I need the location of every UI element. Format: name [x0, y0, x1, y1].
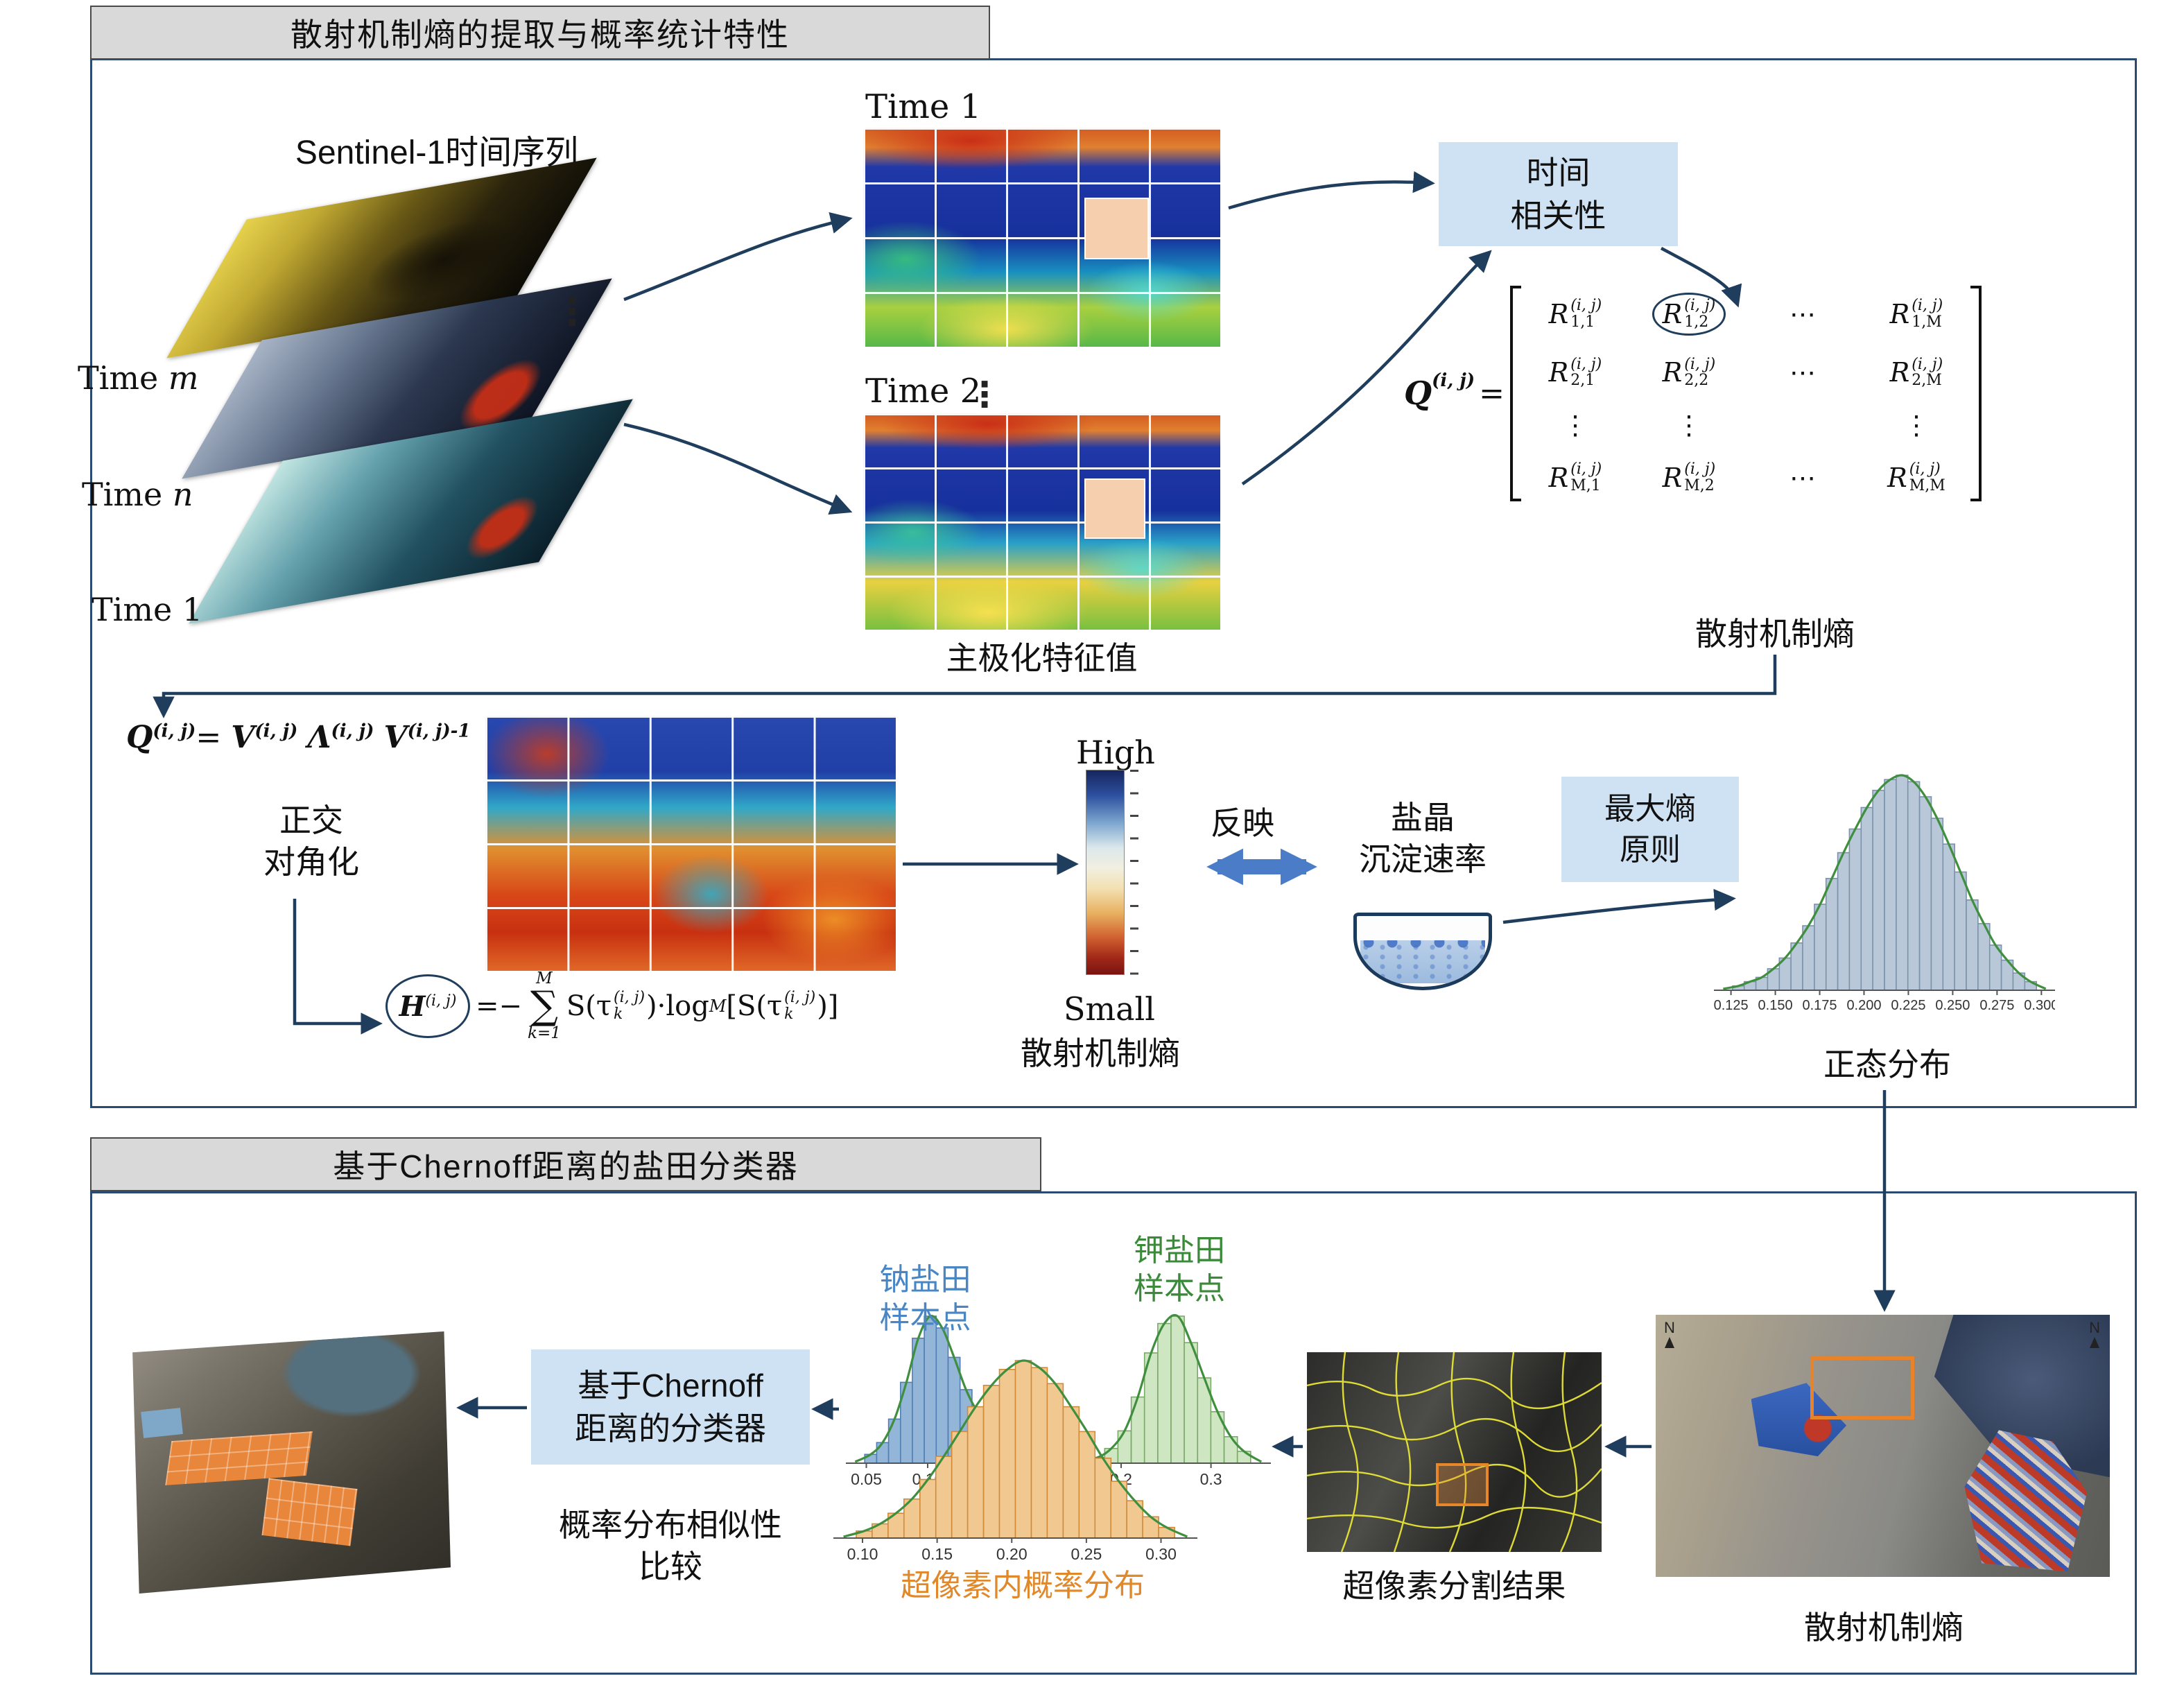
eigenvalue-map-time2 — [863, 413, 1220, 630]
svg-text:0.05: 0.05 — [851, 1470, 882, 1487]
classification-result-image — [132, 1331, 451, 1594]
bowl-icon — [1353, 913, 1492, 990]
svg-text:0.25: 0.25 — [1071, 1545, 1102, 1563]
compass-north-icon: N — [1664, 1320, 1675, 1348]
colorbar-caption: 散射机制熵 — [1021, 1035, 1180, 1071]
svg-text:0.300: 0.300 — [2024, 998, 2055, 1013]
salt-field-patch — [164, 1431, 313, 1486]
matrix-cdots: ⋯ — [1789, 462, 1816, 493]
matrix-vdots: ⋮ — [1561, 410, 1588, 440]
normal-distribution-histogram: 0.125 0.150 0.175 0.200 0.225 0.250 0.275 0.300 — [1714, 767, 2059, 1014]
compass-north-icon: N — [2089, 1320, 2100, 1348]
time-m-label: Time m — [78, 359, 199, 397]
top-header-text: 散射机制熵的提取与概率统计特性 — [291, 17, 790, 53]
colorbar-small-label: Small — [1064, 990, 1155, 1028]
orthogonal-diagonalization-label: 正交 对角化 — [263, 802, 359, 880]
selected-superpixel — [1436, 1463, 1489, 1506]
bowl-water — [1360, 940, 1485, 983]
matrix-cell: R(i, j)M,M — [1887, 460, 1945, 494]
entropy-symbol-circle: H(i, j) — [385, 974, 470, 1038]
potassium-field-label: 钾盐田 样本点 — [1134, 1234, 1225, 1306]
heatmap1-title: Time 1 — [865, 87, 982, 126]
bottom-header-text: 基于Chernoff距离的盐田分类器 — [333, 1148, 799, 1184]
matrix-cdots: ⋯ — [1789, 357, 1816, 388]
svg-text:0.10: 0.10 — [847, 1545, 878, 1563]
matrix-cell: R(i, j)2,2 — [1662, 355, 1716, 390]
matrix-cell: R(i, j)1,1 — [1548, 297, 1602, 331]
matrix-cdots: ⋯ — [1789, 298, 1816, 329]
time-n-label: Time n — [82, 476, 193, 513]
matrix-caption: 散射机制熵 — [1695, 616, 1855, 652]
bottom-section-header: 基于Chernoff距离的盐田分类器 — [90, 1137, 1041, 1191]
time-1-label: Time 1 — [92, 591, 203, 628]
svg-text:0.175: 0.175 — [1802, 998, 1837, 1013]
salt-field-patch — [261, 1478, 358, 1546]
svg-text:0.125: 0.125 — [1714, 998, 1749, 1013]
sodium-field-label: 钠盐田 样本点 — [879, 1263, 971, 1335]
matrix-cell: R(i, j)2,1 — [1548, 355, 1602, 390]
grid-overlay — [485, 716, 896, 971]
salt-precipitation-label: 盐晶 沉淀速率 — [1359, 800, 1487, 877]
svg-text:0.15: 0.15 — [921, 1545, 953, 1563]
matrix-lhs: Q(i, j) — [1404, 370, 1475, 413]
svg-text:0.3: 0.3 — [1200, 1470, 1222, 1487]
matrix-cell: R(i, j)2,M — [1889, 355, 1943, 390]
similarity-comparison-label: 概率分布相似性 比较 — [559, 1507, 782, 1585]
entropy-colorbar — [1086, 770, 1125, 975]
svg-text:0.250: 0.250 — [1935, 998, 1970, 1013]
svg-text:0.20: 0.20 — [996, 1545, 1028, 1563]
summation: M∑k=1 — [528, 969, 561, 1042]
svg-text:0.30: 0.30 — [1145, 1545, 1177, 1563]
eigenvalue-map-time1 — [863, 128, 1220, 347]
matrix-bracket-left — [1509, 286, 1521, 501]
selected-cell — [1084, 478, 1145, 539]
heatmap-ellipsis: ⋮ — [967, 375, 1002, 414]
temporal-correlation-box: 时间 相关性 — [1439, 142, 1678, 246]
svg-text:0.225: 0.225 — [1891, 998, 1925, 1013]
superpixel-segmentation-image — [1307, 1352, 1602, 1552]
matrix-vdots: ⋮ — [1675, 410, 1702, 440]
chernoff-classifier-box: 基于Chernoff 距离的分类器 — [531, 1349, 810, 1465]
matrix-cell-highlighted: R(i, j)1,2 — [1652, 293, 1726, 336]
matrix-cell: R(i, j)1,M — [1889, 297, 1943, 331]
heatmap2-title: Time 2 — [865, 372, 982, 411]
colorbar-high-label: High — [1076, 734, 1155, 771]
superpixel-probability-histogram: 0.10 0.15 0.20 0.25 0.30 — [833, 1352, 1197, 1563]
grid-overlay — [863, 128, 1220, 347]
superpixel-mesh — [1307, 1352, 1602, 1552]
matrix-grid: R(i, j)1,1 R(i, j)1,2 ⋯ R(i, j)1,M R(i, … — [1531, 286, 1961, 501]
correlation-matrix: Q(i, j) = R(i, j)1,1 R(i, j)1,2 ⋯ R(i, j… — [1404, 286, 1982, 501]
selected-cell — [1084, 198, 1149, 259]
entropy-sar-image: N N — [1656, 1315, 2110, 1577]
superpixel-distribution-caption: 超像素内概率分布 — [901, 1569, 1145, 1603]
roi-outline — [1810, 1356, 1915, 1420]
normal-distribution-caption: 正态分布 — [1823, 1046, 1951, 1082]
max-entropy-principle-box: 最大熵 原则 — [1561, 777, 1739, 882]
water-patch — [141, 1408, 184, 1439]
superpixel-caption: 超像素分割结果 — [1342, 1568, 1566, 1604]
diagonalization-formula: Q(i, j)= V(i, j) Λ(i, j) V(i, j)-1 — [126, 720, 471, 755]
entropy-map-image — [485, 716, 896, 971]
svg-text:0.200: 0.200 — [1846, 998, 1881, 1013]
matrix-vdots: ⋮ — [1903, 410, 1930, 440]
reflect-label: 反映 — [1211, 805, 1274, 841]
colorbar-ticks — [1130, 770, 1138, 975]
matrix-equals: = — [1479, 375, 1505, 411]
matrix-bracket-right — [1970, 286, 1982, 501]
svg-text:0.275: 0.275 — [1979, 998, 2014, 1013]
svg-text:0.150: 0.150 — [1758, 998, 1793, 1013]
matrix-cell: R(i, j)M,2 — [1662, 460, 1716, 494]
entropy-image-caption: 散射机制熵 — [1804, 1609, 1964, 1646]
top-section-header: 散射机制熵的提取与概率统计特性 — [90, 6, 990, 60]
grid-overlay — [863, 413, 1220, 630]
sentinel-series-label: Sentinel-1时间序列 — [295, 135, 579, 171]
stack-ellipsis: ⋮ — [553, 291, 591, 333]
eigenvalue-caption: 主极化特征值 — [946, 640, 1138, 676]
matrix-cell: R(i, j)M,1 — [1548, 460, 1602, 494]
